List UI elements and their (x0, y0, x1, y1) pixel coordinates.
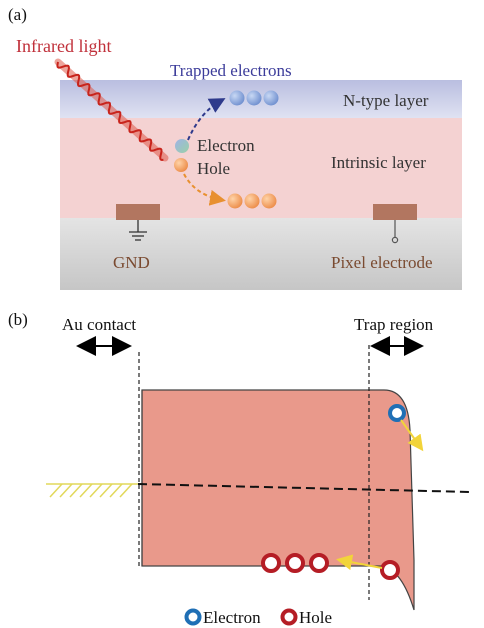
gnd-label: GND (113, 253, 150, 272)
panel-b (46, 336, 471, 626)
pair-hole (174, 158, 188, 172)
panel-a-tag: (a) (8, 5, 27, 24)
band-electron (388, 404, 406, 422)
pixel-lead-icon (391, 220, 399, 244)
intrinsic-layer (60, 118, 462, 218)
au-contact-label: Au contact (62, 315, 137, 334)
collected-holes (227, 193, 277, 209)
electron-label: Electron (197, 136, 255, 155)
intrinsic-layer-label: Intrinsic layer (331, 153, 426, 172)
legend-hole-icon (280, 608, 298, 626)
infrared-beam (54, 58, 169, 162)
ground-symbol-icon (129, 220, 147, 241)
hole-transfer-arrow (336, 554, 383, 571)
trapped-electrons (229, 90, 279, 106)
legend-hole-label: Hole (299, 608, 333, 627)
band-diagram (141, 389, 415, 611)
band-holes (261, 553, 400, 580)
trap-region-label: Trap region (354, 315, 434, 334)
pair-electron (175, 139, 189, 153)
legend-electron-label: Electron (203, 608, 261, 627)
panel-b-tag: (b) (8, 310, 28, 329)
trapped-electrons-label: Trapped electrons (170, 61, 292, 80)
electron-release-arrow (400, 419, 424, 452)
hole-label: Hole (197, 159, 231, 178)
panel-a (54, 58, 462, 290)
ntype-layer-label: N-type layer (343, 91, 429, 110)
gnd-electrode (116, 204, 160, 220)
pixel-electrode (373, 204, 417, 220)
electron-path-arrow (187, 98, 226, 141)
metal-hatch (46, 483, 138, 498)
infrared-light-label: Infrared light (16, 36, 112, 56)
legend-electron-icon (184, 608, 202, 626)
hole-path-arrow (183, 173, 226, 206)
pixel-electrode-label: Pixel electrode (331, 253, 433, 272)
